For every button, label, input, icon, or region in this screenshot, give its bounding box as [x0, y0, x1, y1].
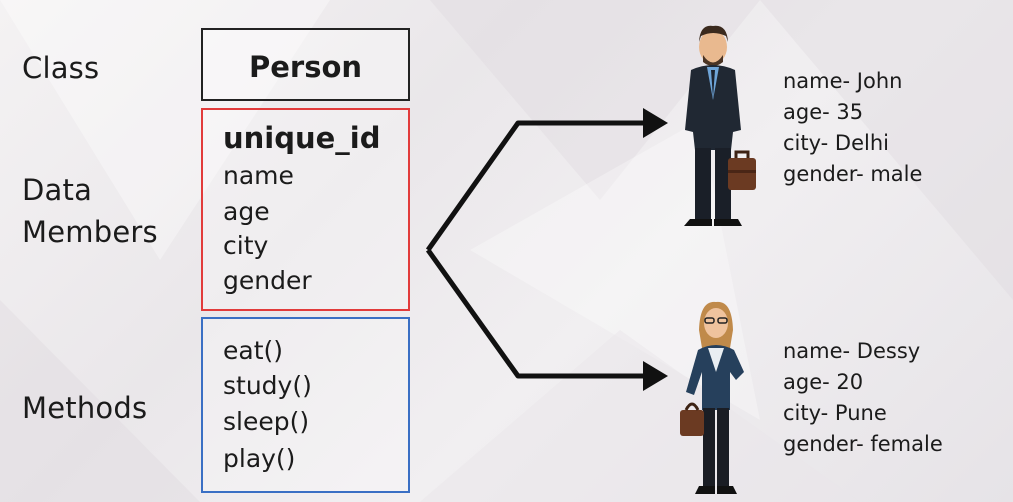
method-sleep: sleep()	[223, 407, 310, 436]
object-dessy-age: age- 20	[783, 370, 864, 394]
method-eat: eat()	[223, 336, 284, 365]
man-with-briefcase-icon	[684, 25, 756, 226]
object-john-name: name- John	[783, 69, 903, 93]
woman-with-bag-icon	[680, 301, 744, 494]
class-name-box: Person	[201, 28, 410, 101]
label-data-members-line1: Data	[22, 173, 93, 207]
member-gender: gender	[223, 266, 312, 295]
member-unique-id: unique_id	[223, 121, 381, 155]
branch-arrows	[425, 108, 668, 391]
object-john-gender: gender- male	[783, 162, 923, 186]
member-name: name	[223, 161, 294, 190]
member-city: city	[223, 231, 269, 260]
object-dessy-gender: gender- female	[783, 432, 943, 456]
object-john-attributes: name- John age- 35 city- Delhi gender- m…	[783, 66, 922, 190]
label-methods: Methods	[22, 391, 148, 425]
object-john-age: age- 35	[783, 100, 864, 124]
class-name: Person	[248, 50, 363, 84]
object-dessy-attributes: name- Dessy age- 20 city- Pune gender- f…	[783, 336, 943, 460]
data-members-box: unique_id name age city gender	[201, 108, 410, 311]
object-dessy-city: city- Pune	[783, 401, 887, 425]
label-data-members-line2: Members	[22, 215, 158, 249]
object-dessy-name: name- Dessy	[783, 339, 921, 363]
object-john-city: city- Delhi	[783, 131, 889, 155]
label-class: Class	[22, 51, 100, 85]
member-age: age	[223, 197, 270, 226]
method-play: play()	[223, 444, 296, 473]
method-study: study()	[223, 371, 312, 400]
methods-box: eat() study() sleep() play()	[201, 317, 410, 493]
